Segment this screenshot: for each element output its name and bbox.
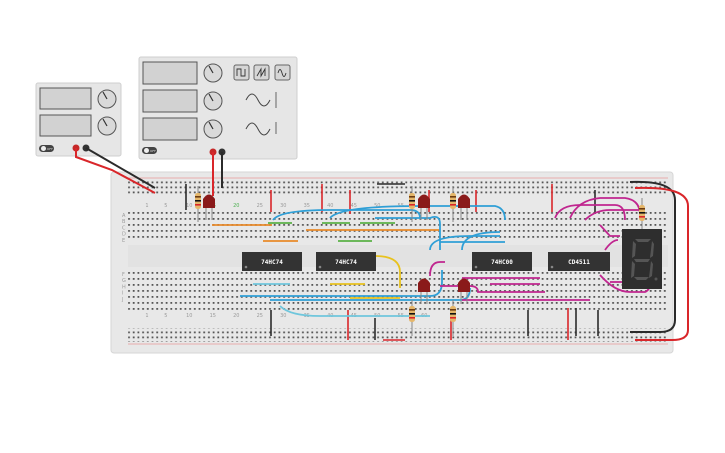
column-number: 5 bbox=[164, 313, 167, 319]
chip-74hc74-1[interactable]: 74HC74 bbox=[242, 252, 302, 271]
led[interactable] bbox=[458, 194, 470, 221]
square-wave-icon bbox=[236, 68, 246, 77]
column-number: 15 bbox=[210, 313, 216, 319]
blue-wire[interactable] bbox=[375, 215, 441, 250]
blue-wire[interactable] bbox=[272, 209, 421, 221]
column-number: 10 bbox=[186, 313, 192, 319]
row-letter: B bbox=[122, 219, 126, 225]
column-number: 30 bbox=[280, 313, 286, 319]
supply-positive-wire[interactable] bbox=[75, 148, 156, 194]
magenta-wire[interactable] bbox=[554, 204, 626, 221]
chip-label: 74HC74 bbox=[335, 259, 357, 266]
magenta-wire[interactable] bbox=[604, 239, 619, 251]
power-switch-label: OFF bbox=[47, 147, 53, 151]
row-letter: A bbox=[122, 213, 126, 219]
chip-74hc74-2[interactable]: 74HC74 bbox=[316, 252, 376, 271]
row-letter: G bbox=[122, 278, 126, 284]
magenta-wire[interactable] bbox=[599, 224, 620, 237]
magenta-wire[interactable] bbox=[584, 209, 640, 221]
chip-label: 74HC00 bbox=[491, 259, 513, 266]
column-number: 25 bbox=[257, 203, 263, 209]
column-number: 5 bbox=[164, 203, 167, 209]
yellow-wire[interactable] bbox=[374, 255, 401, 288]
rail-jumpers[interactable] bbox=[185, 183, 599, 341]
column-number: 35 bbox=[304, 203, 310, 209]
column-number: 40 bbox=[327, 203, 333, 209]
column-number: 30 bbox=[280, 203, 286, 209]
sine-wave-button[interactable] bbox=[274, 64, 291, 81]
sine-wave-icon bbox=[277, 69, 287, 77]
generator-switch-label: OFF bbox=[150, 149, 156, 153]
power-supply[interactable]: OFF bbox=[35, 82, 122, 157]
row-letter: H bbox=[122, 284, 126, 290]
light-blue-wire[interactable] bbox=[279, 305, 430, 317]
chip-label: 74HC74 bbox=[261, 259, 283, 266]
blue-wire[interactable] bbox=[240, 270, 443, 297]
seven-segment-display[interactable] bbox=[622, 229, 662, 289]
blue-wire[interactable] bbox=[429, 235, 500, 251]
chip-74hc00[interactable]: 74HC00 bbox=[472, 252, 532, 271]
rail-bridge-black-wire[interactable] bbox=[629, 180, 676, 333]
led[interactable] bbox=[203, 194, 215, 221]
chip-cd4511[interactable]: CD4511 bbox=[548, 252, 610, 271]
resistor[interactable] bbox=[409, 300, 415, 336]
column-number: 20 bbox=[233, 313, 239, 319]
column-number: 10 bbox=[186, 203, 192, 209]
rail-bridge-red-wire[interactable] bbox=[634, 186, 689, 341]
bottom-terminal-strip[interactable] bbox=[128, 268, 668, 310]
power-wires[interactable] bbox=[75, 147, 689, 341]
row-letter: C bbox=[122, 225, 126, 231]
amplitude-wave-icon bbox=[245, 93, 271, 107]
resistor[interactable] bbox=[450, 186, 456, 222]
led[interactable] bbox=[458, 278, 470, 305]
resistor[interactable] bbox=[450, 300, 456, 336]
breadboard[interactable] bbox=[110, 171, 674, 354]
row-letter: F bbox=[122, 272, 125, 278]
magenta-wire[interactable] bbox=[569, 197, 641, 219]
resistor[interactable] bbox=[409, 186, 415, 222]
column-number: 50 bbox=[374, 203, 380, 209]
magenta-wire[interactable] bbox=[440, 285, 545, 293]
column-number: 1 bbox=[145, 203, 148, 209]
blue-wire[interactable] bbox=[461, 231, 501, 251]
row-letter: I bbox=[122, 291, 123, 297]
supply-ground-wire[interactable] bbox=[85, 147, 156, 189]
column-number: 25 bbox=[257, 313, 263, 319]
bottom-power-rail[interactable] bbox=[128, 328, 668, 342]
function-generator[interactable]: OFF bbox=[138, 56, 298, 160]
led[interactable] bbox=[418, 194, 430, 221]
column-number: 45 bbox=[351, 203, 357, 209]
sawtooth-wave-icon bbox=[256, 67, 266, 78]
magenta-wire[interactable] bbox=[429, 261, 445, 277]
resistor[interactable] bbox=[639, 198, 645, 232]
led[interactable] bbox=[418, 278, 430, 305]
resistors[interactable] bbox=[195, 186, 645, 336]
row-letter: E bbox=[122, 238, 125, 244]
sawtooth-wave-button[interactable] bbox=[253, 64, 270, 81]
row-letter: D bbox=[122, 232, 126, 238]
resistor[interactable] bbox=[195, 186, 201, 222]
leds[interactable] bbox=[203, 194, 470, 305]
offset-wave-icon bbox=[245, 122, 271, 136]
column-number: 20 bbox=[233, 203, 239, 209]
top-power-rail[interactable] bbox=[128, 180, 668, 194]
row-letter: J bbox=[121, 297, 123, 303]
column-number: 1 bbox=[145, 313, 148, 319]
square-wave-button[interactable] bbox=[233, 64, 250, 81]
chip-label: CD4511 bbox=[568, 259, 590, 266]
top-terminal-strip[interactable] bbox=[128, 210, 668, 242]
